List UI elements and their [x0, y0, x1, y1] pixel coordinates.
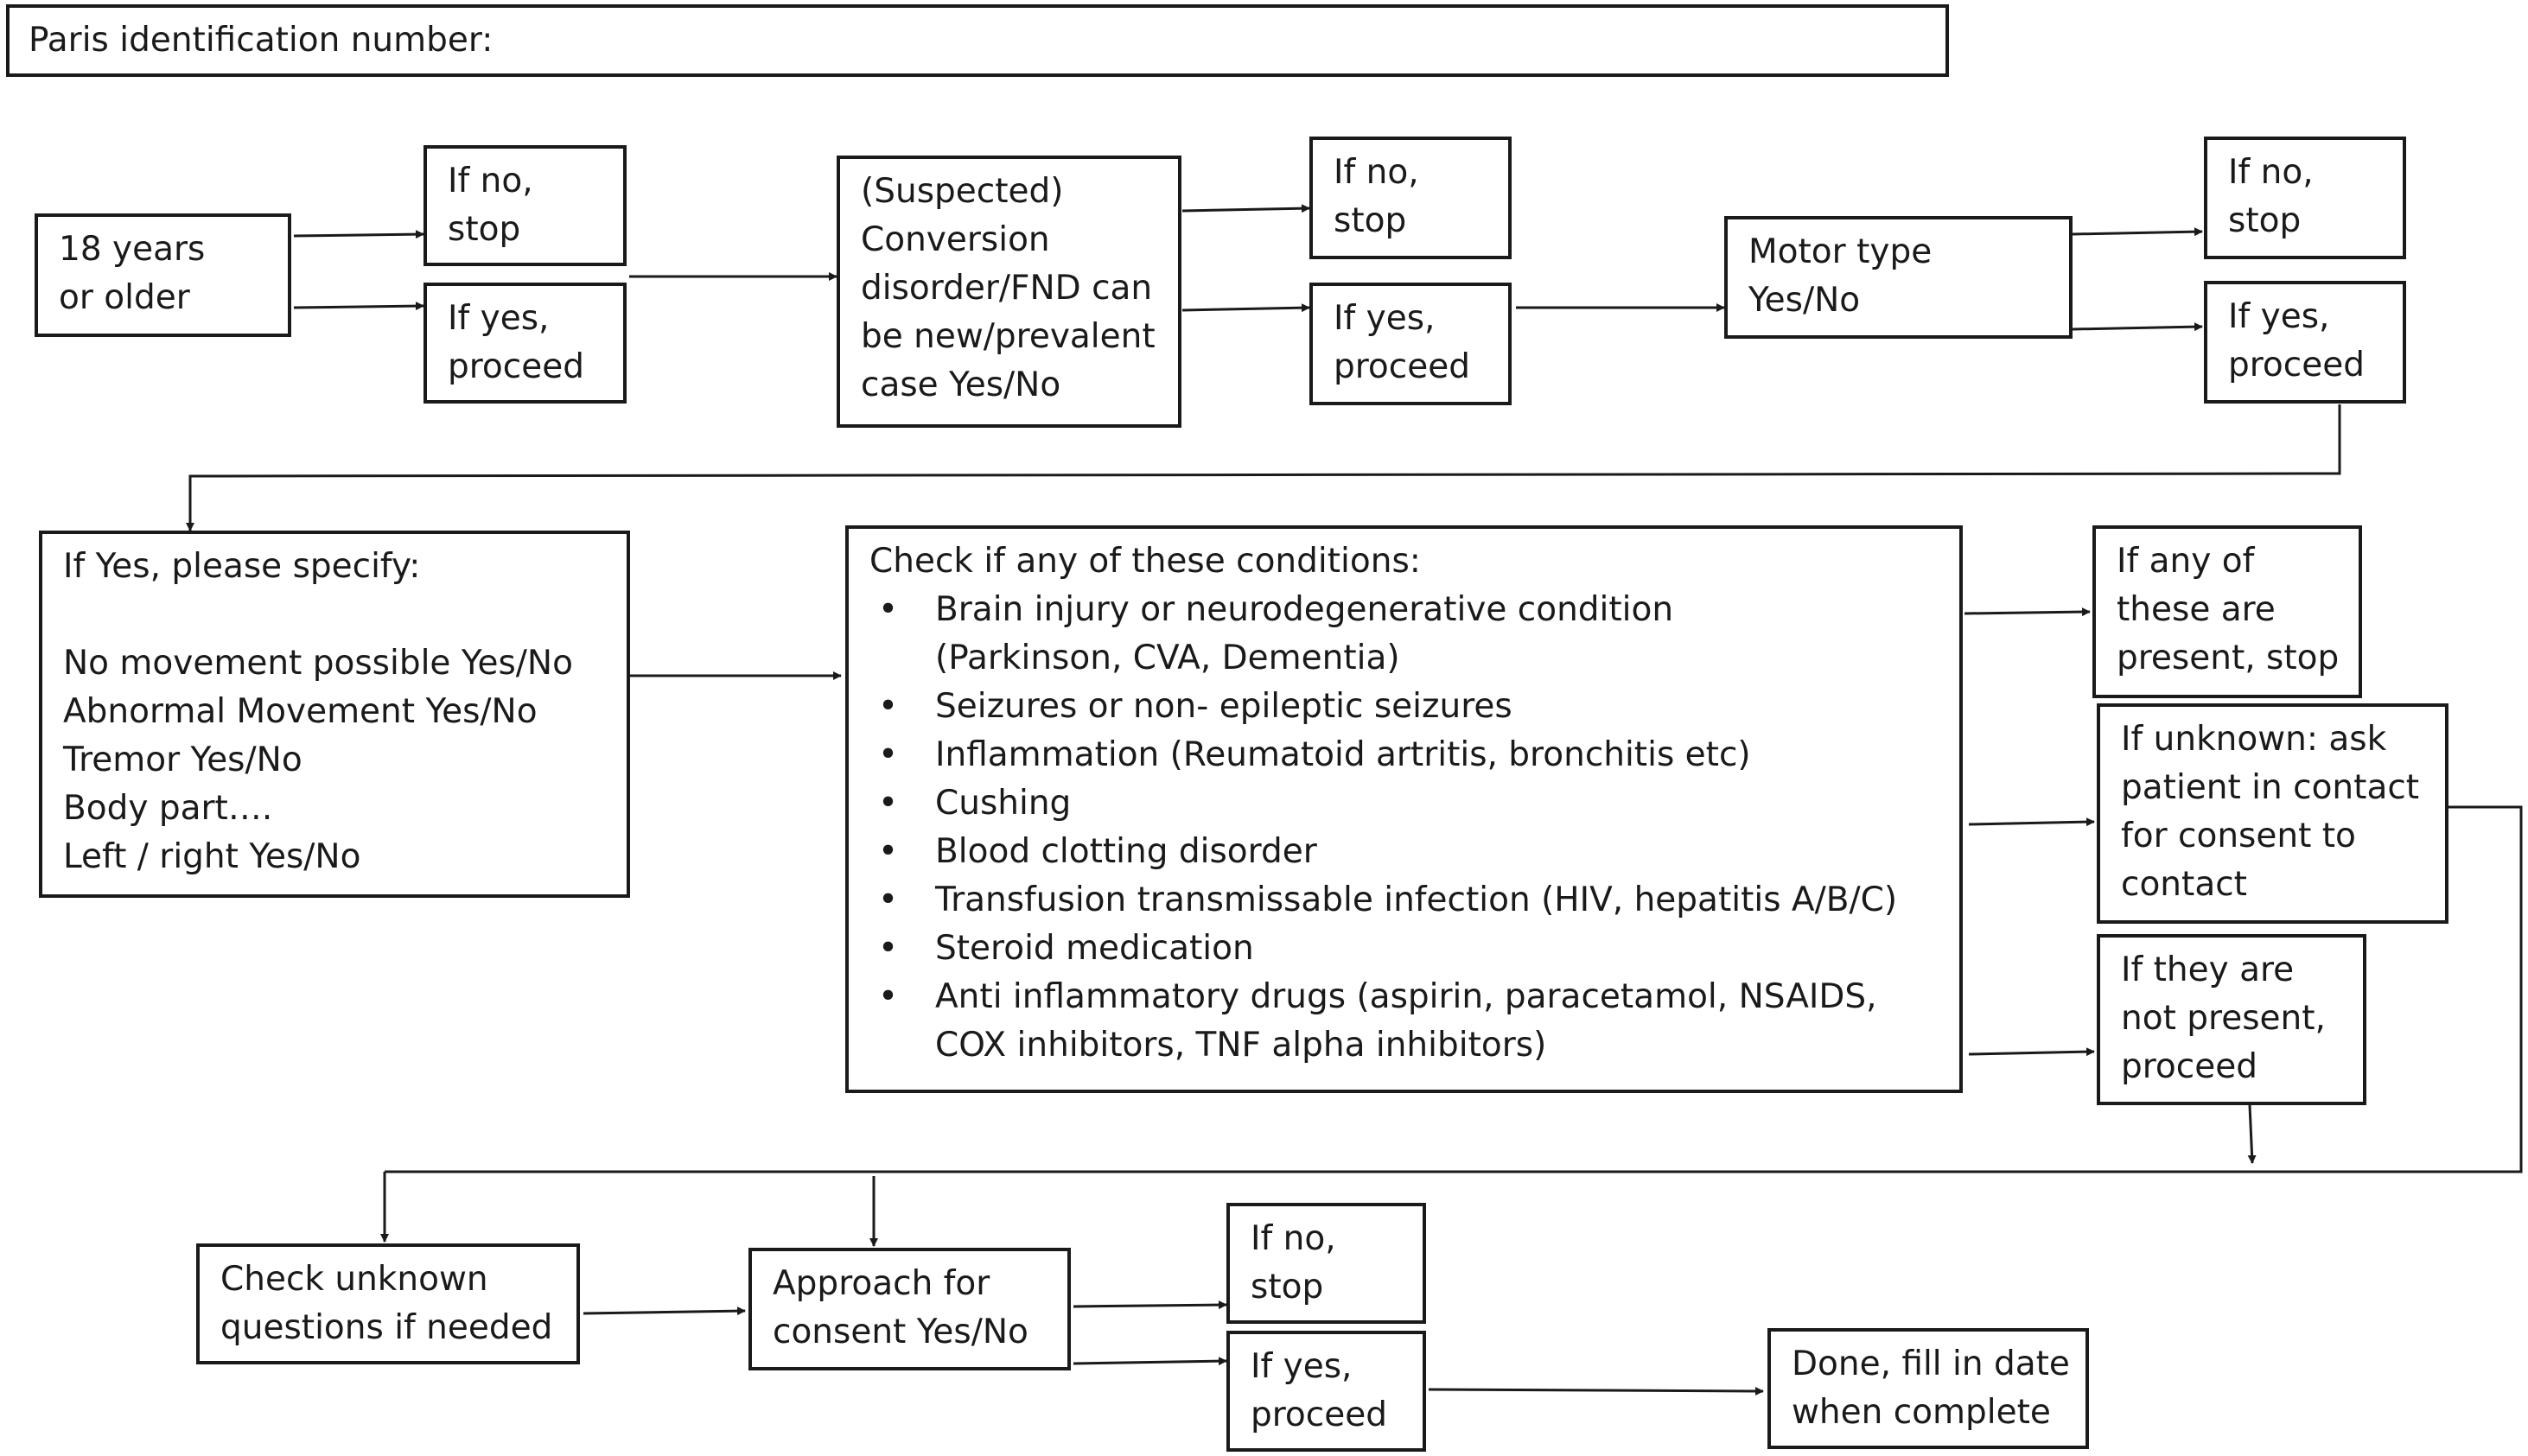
arrow-motoryes-to-specify — [186, 404, 2341, 531]
id-number-field[interactable]: Paris identification number: — [6, 4, 1949, 77]
condition-item: Steroid medication — [869, 925, 1939, 973]
arrow-check-to-consent — [583, 1307, 746, 1316]
id-number-label: Paris identification number: — [29, 21, 494, 60]
fnd-question-text: (Suspected) Conversion disorder/FND can … — [861, 172, 1156, 404]
age-no-text: If no, stop — [448, 162, 533, 249]
arrow-motor-to-no — [2072, 227, 2203, 237]
fnd-question-box: (Suspected) Conversion disorder/FND can … — [837, 156, 1181, 428]
condition-item: Blood clotting disorder — [869, 828, 1939, 876]
specify-title: If Yes, please specify: — [63, 547, 421, 586]
arrow-motor-to-yes — [2072, 322, 2203, 332]
consent-question-text: Approach for consent Yes/No — [773, 1264, 1028, 1351]
arrow-conditions-to-notpresent — [1968, 1047, 2095, 1057]
fnd-no-text: If no, stop — [1334, 153, 1419, 240]
specify-item: No movement possible Yes/No — [63, 644, 573, 683]
age-question-text: 18 years or older — [59, 230, 206, 317]
arrow-conditions-to-present — [1964, 607, 2091, 617]
motor-question-box: Motor type Yes/No — [1724, 216, 2073, 339]
conditions-title: Check if any of these conditions: — [869, 542, 1421, 581]
specify-item: Abnormal Movement Yes/No — [63, 692, 538, 731]
arrow-age-to-no — [293, 230, 424, 239]
condition-item: Inflammation (Reumatoid artritis, bronch… — [869, 731, 1939, 779]
arrow-consentyes-to-done — [1428, 1386, 1764, 1396]
motor-yes-box: If yes, proceed — [2204, 281, 2406, 404]
check-unknown-box: Check unknown questions if needed — [196, 1243, 580, 1364]
arrow-fnd-to-yes — [1181, 303, 1310, 313]
outcome-unknown-text: If unknown: ask patient in contact for c… — [2121, 720, 2420, 904]
check-unknown-text: Check unknown questions if needed — [220, 1260, 553, 1347]
arrow-age-to-yes — [293, 302, 424, 311]
consent-no-box: If no, stop — [1226, 1203, 1426, 1324]
condition-item: Brain injury or neurodegenerative condit… — [869, 586, 1851, 683]
age-yes-text: If yes, proceed — [448, 299, 584, 386]
arrow-consent-to-no — [1073, 1300, 1227, 1310]
connector-unknown-loop — [385, 805, 2523, 1173]
age-question-box: 18 years or older — [35, 213, 291, 337]
consent-yes-text: If yes, proceed — [1251, 1347, 1387, 1434]
specify-box: If Yes, please specify: No movement poss… — [39, 531, 630, 898]
arrow-notpresent-down — [2247, 1104, 2257, 1164]
fnd-yes-text: If yes, proceed — [1334, 299, 1470, 386]
motor-no-text: If no, stop — [2228, 153, 2314, 240]
motor-yes-text: If yes, proceed — [2228, 297, 2365, 385]
done-box: Done, fill in date when complete — [1767, 1328, 2089, 1449]
outcome-not-present-text: If they are not present, proceed — [2121, 951, 2326, 1086]
specify-item: Left / right Yes/No — [63, 837, 361, 876]
condition-item: Anti inflammatory drugs (aspirin, parace… — [869, 973, 1912, 1070]
consent-no-text: If no, stop — [1251, 1219, 1336, 1307]
arrow-consent-to-yes — [1073, 1357, 1227, 1366]
consent-question-box: Approach for consent Yes/No — [748, 1248, 1071, 1370]
outcome-present-text: If any of these are present, stop — [2117, 542, 2340, 677]
motor-question-text: Motor type Yes/No — [1748, 232, 1933, 320]
fnd-yes-box: If yes, proceed — [1309, 283, 1512, 405]
condition-item: Cushing — [869, 779, 1939, 828]
fnd-no-box: If no, stop — [1309, 137, 1512, 259]
consent-yes-box: If yes, proceed — [1226, 1331, 1426, 1452]
specify-spacer — [63, 591, 606, 639]
done-text: Done, fill in date when complete — [1792, 1345, 2070, 1432]
age-yes-box: If yes, proceed — [423, 283, 627, 404]
outcome-not-present-box: If they are not present, proceed — [2097, 934, 2366, 1105]
arrow-conditions-to-unknown — [1968, 817, 2095, 827]
arrow-fnd-to-no — [1181, 204, 1310, 213]
specify-item: Tremor Yes/No — [63, 741, 302, 779]
age-no-box: If no, stop — [423, 145, 627, 266]
motor-no-box: If no, stop — [2204, 137, 2406, 259]
outcome-present-box: If any of these are present, stop — [2092, 525, 2362, 698]
conditions-list: Brain injury or neurodegenerative condit… — [869, 586, 1939, 1070]
specify-item: Body part…. — [63, 789, 273, 828]
condition-item: Seizures or non- epileptic seizures — [869, 683, 1939, 731]
condition-item: Transfusion transmissable infection (HIV… — [869, 876, 1939, 925]
conditions-box: Check if any of these conditions: Brain … — [845, 525, 1963, 1093]
outcome-unknown-box: If unknown: ask patient in contact for c… — [2097, 703, 2448, 924]
